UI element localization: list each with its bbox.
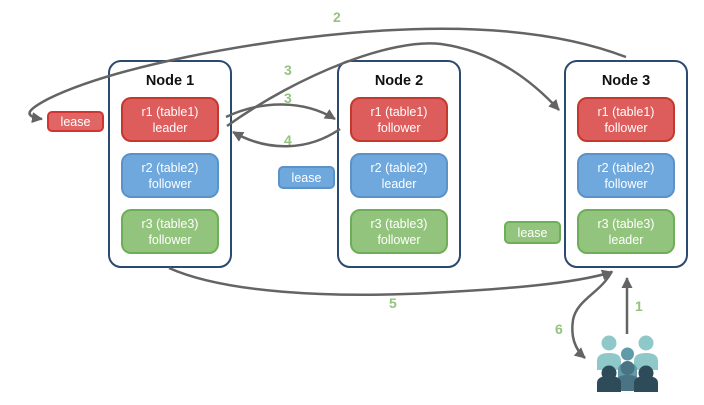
node-1: Node 1 r1 (table1) leader r2 (table2) fo… bbox=[108, 60, 232, 268]
step-label-6: 6 bbox=[555, 321, 563, 337]
replica-role: leader bbox=[152, 120, 188, 135]
node-title: Node 3 bbox=[601, 73, 651, 89]
replica-r3-node2: r3 (table3) follower bbox=[350, 209, 448, 254]
replica-r1-node1: r1 (table1) leader bbox=[121, 97, 219, 142]
step-label-3a: 3 bbox=[284, 62, 292, 78]
replica-label: r2 (table2) bbox=[141, 160, 199, 175]
users-group-icon bbox=[597, 335, 658, 392]
lease-badge-red: lease bbox=[47, 111, 104, 132]
replica-label: r2 (table2) bbox=[597, 160, 655, 175]
step-label-4: 4 bbox=[284, 132, 292, 148]
replica-label: r3 (table3) bbox=[370, 216, 428, 231]
replica-role: follower bbox=[377, 232, 421, 247]
replica-role: follower bbox=[604, 120, 648, 135]
step-label-3b: 3 bbox=[284, 90, 292, 106]
replica-r2-node2: r2 (table2) leader bbox=[350, 153, 448, 198]
node-title: Node 1 bbox=[145, 73, 195, 89]
replica-role: follower bbox=[604, 176, 648, 191]
replica-r2-node3: r2 (table2) follower bbox=[577, 153, 675, 198]
node-3: Node 3 r1 (table1) follower r2 (table2) … bbox=[564, 60, 688, 268]
replica-r1-node2: r1 (table1) follower bbox=[350, 97, 448, 142]
replica-label: r1 (table1) bbox=[141, 104, 199, 119]
replica-label: r1 (table1) bbox=[597, 104, 655, 119]
replica-role: follower bbox=[148, 232, 192, 247]
step-label-2: 2 bbox=[333, 9, 341, 25]
replica-label: r3 (table3) bbox=[597, 216, 655, 231]
replica-role: follower bbox=[148, 176, 192, 191]
replica-r2-node1: r2 (table2) follower bbox=[121, 153, 219, 198]
arrow-step5 bbox=[168, 266, 613, 296]
step-label-5: 5 bbox=[389, 295, 397, 311]
replica-role: leader bbox=[381, 176, 417, 191]
node-title: Node 2 bbox=[374, 73, 424, 89]
replica-role: leader bbox=[608, 232, 644, 247]
replica-r3-node3: r3 (table3) leader bbox=[577, 209, 675, 254]
replica-r1-node3: r1 (table1) follower bbox=[577, 97, 675, 142]
replica-label: r2 (table2) bbox=[370, 160, 428, 175]
replica-r3-node1: r3 (table3) follower bbox=[121, 209, 219, 254]
arrow-step3-node2 bbox=[225, 103, 336, 121]
replica-role: follower bbox=[377, 120, 421, 135]
replica-label: r1 (table1) bbox=[370, 104, 428, 119]
node-2: Node 2 r1 (table1) follower r2 (table2) … bbox=[337, 60, 461, 268]
replica-label: r3 (table3) bbox=[141, 216, 199, 231]
step-label-1: 1 bbox=[635, 298, 643, 314]
lease-badge-blue: lease bbox=[278, 166, 335, 189]
lease-badge-green: lease bbox=[504, 221, 561, 244]
